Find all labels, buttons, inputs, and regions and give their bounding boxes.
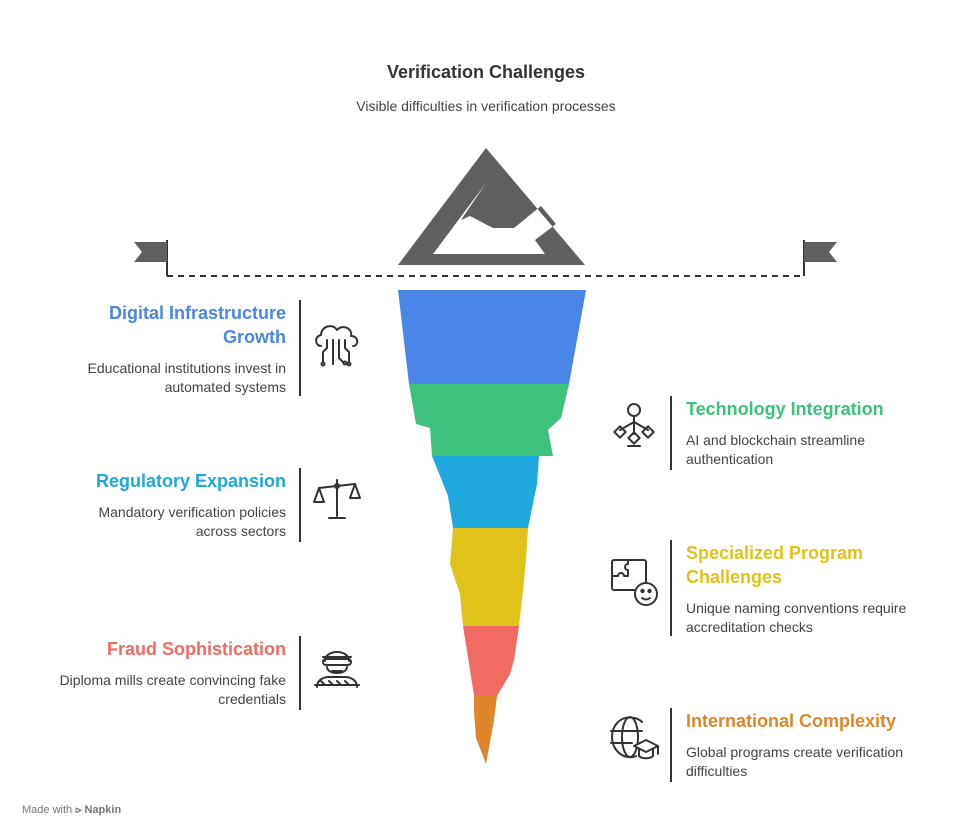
item-title: Regulatory Expansion (95, 471, 286, 491)
burglar-icon (314, 651, 360, 688)
right-flag (803, 240, 837, 276)
divider-line (299, 300, 301, 396)
globe-graduation-icon (610, 716, 659, 760)
divider-line (299, 636, 301, 710)
item-title: Digital Infrastructure Growth (108, 303, 286, 347)
mountain-tip-icon (398, 148, 585, 265)
iceberg-layer-1 (398, 290, 586, 384)
divider-line (670, 396, 672, 470)
iceberg-layer-4 (450, 528, 528, 626)
item-description: Global programs create verification diff… (686, 744, 904, 779)
item-fraud-sophistication: Fraud Sophistication Diploma mills creat… (56, 637, 286, 709)
page-title: Verification Challenges (386, 62, 586, 82)
item-regulatory-expansion: Regulatory Expansion Mandatory verificat… (56, 469, 286, 541)
footer-brand: Napkin (84, 804, 122, 816)
iceberg-layer-3 (432, 456, 539, 528)
divider-line (299, 468, 301, 542)
item-title: Fraud Sophistication (106, 639, 286, 659)
item-title: International Complexity (686, 711, 897, 731)
napkin-logo-icon: ⪧ (75, 804, 82, 816)
iceberg-layer-6 (474, 696, 497, 764)
footer-credit: Made with ⪧ Napkin (22, 804, 121, 817)
cloud-circuit-icon (315, 325, 359, 367)
iceberg-layer-5 (463, 626, 519, 696)
item-description: Unique naming conventions require accred… (686, 600, 907, 635)
scales-icon (313, 479, 361, 519)
item-title: Technology Integration (686, 399, 884, 419)
puzzle-face-icon (611, 559, 658, 606)
left-flag (134, 240, 168, 276)
item-description: Educational institutions invest in autom… (87, 360, 286, 395)
divider-line (670, 540, 672, 636)
page-subtitle: Visible difficulties in verification pro… (356, 98, 616, 114)
item-specialized-program: Specialized Program Challenges Unique na… (686, 541, 956, 637)
item-title: Specialized Program Challenges (686, 543, 864, 587)
divider-line (670, 708, 672, 782)
item-description: Mandatory verification policies across s… (98, 504, 286, 539)
item-description: Diploma mills create convincing fake cre… (59, 672, 286, 707)
footer-prefix: Made with (22, 804, 73, 816)
item-digital-infrastructure: Digital Infrastructure Growth Educationa… (56, 301, 286, 397)
iceberg-layer-2 (409, 384, 569, 456)
item-description: AI and blockchain streamline authenticat… (686, 432, 865, 467)
network-nodes-icon (613, 403, 655, 447)
item-international-complexity: International Complexity Global programs… (686, 709, 956, 781)
item-technology-integration: Technology Integration AI and blockchain… (686, 397, 956, 469)
